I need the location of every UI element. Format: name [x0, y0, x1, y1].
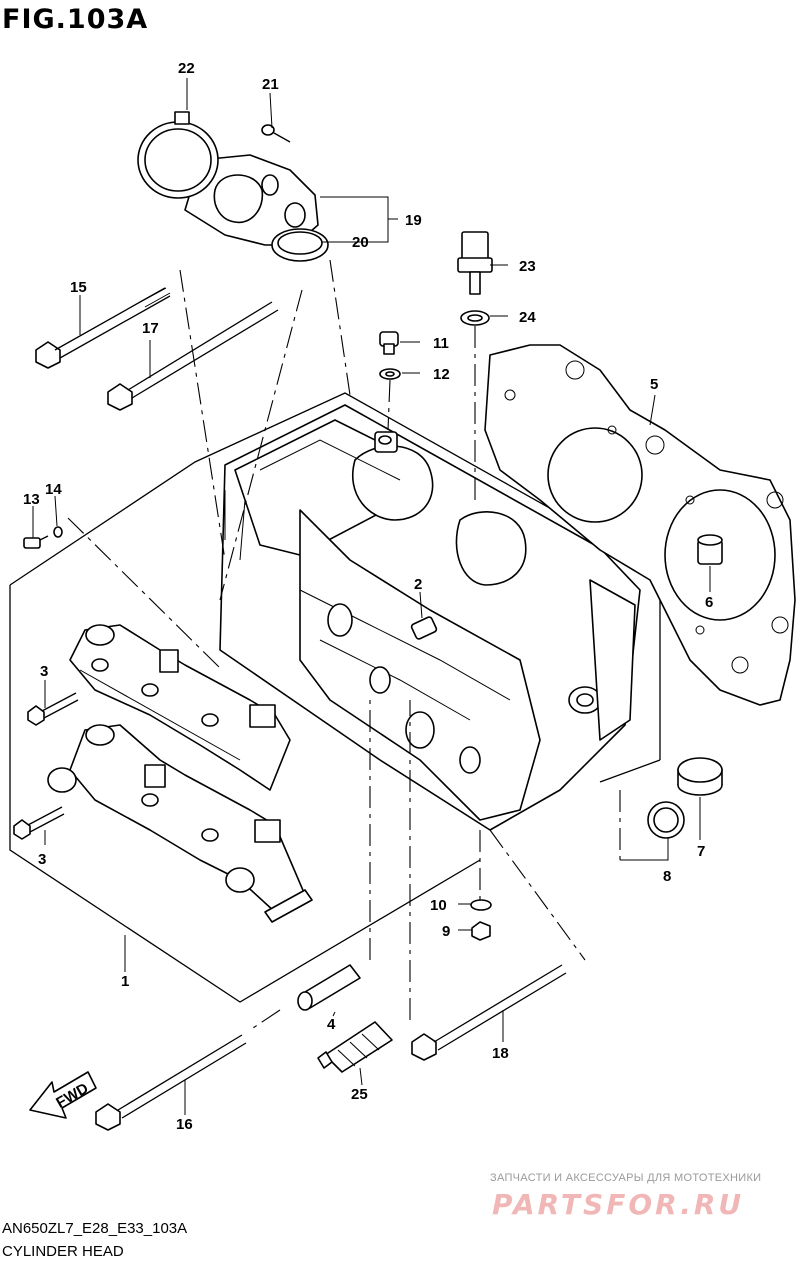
- watermark-caption: ЗАПЧАСТИ И АКСЕССУАРЫ ДЛЯ МОТОТЕХНИКИ: [490, 1172, 762, 1184]
- diagram-name: CYLINDER HEAD: [2, 1243, 124, 1260]
- thermostat-cover: [184, 154, 319, 246]
- callout-22: 22: [178, 60, 195, 77]
- callout-9: 9: [442, 923, 450, 940]
- cylinder-head-bolt-15: [35, 287, 171, 369]
- callout-5: 5: [650, 376, 658, 393]
- dowel-pin-2: [410, 616, 438, 640]
- oil-filler-cap: [677, 757, 723, 796]
- callout-24: 24: [519, 309, 536, 326]
- callout-18: 18: [492, 1045, 509, 1062]
- plug-washer: [379, 368, 401, 380]
- cylinder-head-bolt-17: [107, 301, 279, 411]
- cylinder-head-bolt-16: [95, 1034, 247, 1131]
- o-ring: [647, 801, 685, 839]
- pipe-4: [297, 964, 361, 1011]
- callout-8: 8: [663, 868, 671, 885]
- callout-20: 20: [352, 234, 369, 251]
- callout-labels: 22 21 19 20 23 24 15 17 11 12 5 13 14 2 …: [23, 60, 713, 1133]
- callout-6: 6: [705, 594, 713, 611]
- union-bolt: [23, 535, 49, 549]
- callout-2: 2: [414, 576, 422, 593]
- callout-1: 1: [121, 973, 129, 990]
- callout-25: 25: [351, 1086, 368, 1103]
- fwd-arrow: FWD: [29, 1071, 97, 1119]
- callout-13: 13: [23, 491, 40, 508]
- alignment-lines: [67, 259, 621, 1031]
- callout-11: 11: [433, 335, 449, 352]
- callout-16: 16: [176, 1116, 193, 1133]
- callout-3-upper: 3: [40, 663, 48, 680]
- callout-12: 12: [433, 366, 450, 383]
- sensor-gasket: [460, 310, 490, 326]
- cylinder-head-bolt-18: [411, 964, 567, 1061]
- washer-10: [470, 899, 492, 911]
- thermostat-o-ring: [271, 228, 329, 262]
- camshaft-holder-lower: [47, 724, 313, 923]
- cylinder-head: [219, 404, 641, 831]
- dowel-pin: [697, 534, 723, 565]
- spark-plug: [317, 1021, 393, 1073]
- camshaft-holder-upper: [69, 624, 291, 791]
- callout-19: 19: [405, 212, 422, 229]
- thermostat-screw: [261, 124, 291, 143]
- diagram-code: AN650ZL7_E28_E33_103A: [2, 1220, 188, 1237]
- union-washer: [53, 526, 63, 538]
- thermostat-hose-clamp: [137, 111, 219, 199]
- callout-14: 14: [45, 481, 62, 498]
- holder-bolt-lower: [13, 806, 65, 840]
- bolt-9: [471, 921, 491, 941]
- callout-7: 7: [697, 843, 705, 860]
- callout-10: 10: [430, 897, 447, 914]
- callout-23: 23: [519, 258, 536, 275]
- leader-lines: [32, 78, 711, 1115]
- callout-4: 4: [327, 1016, 336, 1033]
- callout-17: 17: [142, 320, 159, 337]
- plug-bolt: [379, 331, 399, 355]
- callout-15: 15: [70, 279, 87, 296]
- temperature-sensor: [457, 231, 493, 295]
- holder-bolt-upper: [27, 692, 79, 726]
- callout-3-lower: 3: [38, 851, 46, 868]
- watermark-logo: PARTSFOR.RU: [492, 1188, 745, 1221]
- head-gasket: [484, 344, 796, 706]
- callout-21: 21: [262, 76, 279, 93]
- figure-title: FIG.103A: [2, 4, 149, 35]
